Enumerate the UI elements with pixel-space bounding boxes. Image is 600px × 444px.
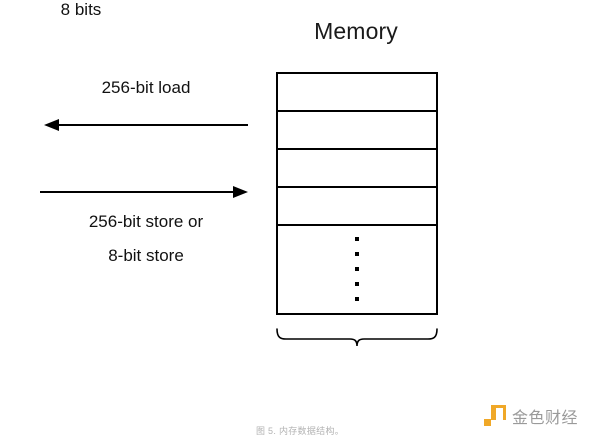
vertical-ellipsis-icon xyxy=(278,226,436,312)
width-brace-icon xyxy=(276,328,438,347)
figure-caption: 图 5. 内存数据结构。 xyxy=(255,426,345,436)
store-arrow-icon xyxy=(40,186,248,198)
memory-cell xyxy=(278,74,436,112)
store-arrow-label-line-2: 8-bit store xyxy=(108,246,184,265)
memory-cell xyxy=(278,112,436,150)
load-arrow-icon xyxy=(44,119,248,131)
memory-cell xyxy=(278,150,436,188)
memory-block xyxy=(276,72,438,315)
load-arrow-label: 256-bit load xyxy=(101,78,191,97)
watermark: 金色财经 xyxy=(484,404,578,428)
memory-cell-ellipsis xyxy=(278,226,436,312)
store-arrow-label-line-1: 256-bit store or xyxy=(88,212,204,231)
watermark-text: 金色财经 xyxy=(512,408,579,427)
brand-logo-icon xyxy=(484,405,506,427)
page-title: Memory xyxy=(314,18,398,44)
memory-width-label: 8 bits xyxy=(60,0,102,19)
memory-cell xyxy=(278,188,436,226)
